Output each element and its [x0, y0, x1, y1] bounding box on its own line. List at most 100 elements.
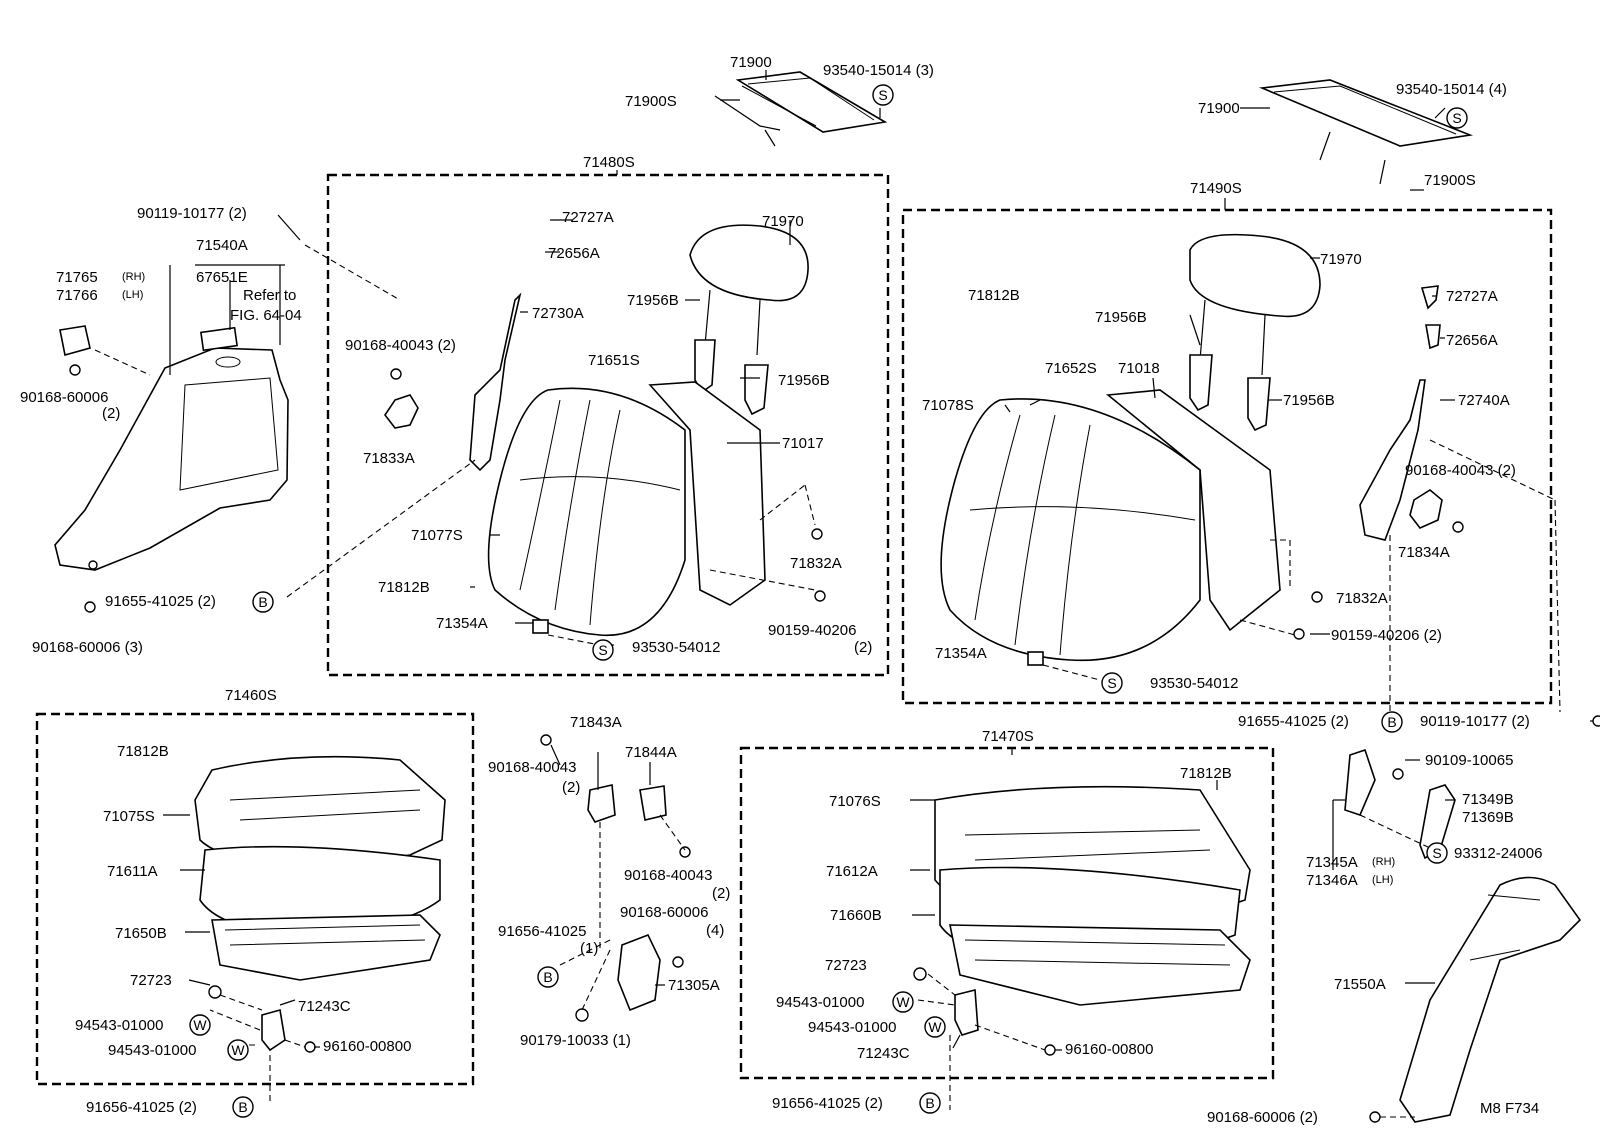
label: 67651E	[196, 269, 248, 286]
symbol-s-5: S	[1426, 842, 1448, 864]
label: 71843A	[570, 714, 622, 731]
label: 93312-24006	[1454, 845, 1542, 862]
label: 71346A	[1306, 872, 1358, 889]
svg-text:B: B	[1387, 714, 1396, 730]
svg-text:S: S	[1432, 845, 1441, 861]
label: (4)	[706, 922, 724, 939]
svg-text:B: B	[238, 1099, 247, 1115]
label: (LH)	[1372, 874, 1393, 886]
label: 90168-40043	[624, 867, 712, 884]
armrest-parts	[1344, 715, 1600, 1123]
label: 71766	[56, 287, 98, 304]
symbol-b-1: B	[252, 591, 274, 613]
label: 93540-15014 (3)	[823, 62, 934, 79]
label: 71650B	[115, 925, 167, 942]
label: 90168-60006	[20, 389, 108, 406]
svg-text:W: W	[193, 1017, 207, 1033]
label: 93530-54012	[632, 639, 720, 656]
label: 71844A	[625, 744, 677, 761]
svg-text:B: B	[258, 594, 267, 610]
svg-text:B: B	[543, 969, 552, 985]
label: 72656A	[548, 245, 600, 262]
label: 71354A	[436, 615, 488, 632]
label: 71956B	[778, 372, 830, 389]
label: 71612A	[826, 863, 878, 880]
label: 90168-40043 (2)	[345, 337, 456, 354]
label: (RH)	[122, 271, 145, 283]
label: 71349B	[1462, 791, 1514, 808]
figure-code: M8 F734	[1480, 1100, 1539, 1117]
label: 94543-01000	[75, 1017, 163, 1034]
box-71460S	[35, 712, 475, 1086]
label: 72656A	[1446, 332, 1498, 349]
label: 71369B	[1462, 809, 1514, 826]
label: (LH)	[122, 289, 143, 301]
label: 71470S	[982, 728, 1034, 745]
label: 71970	[1320, 251, 1362, 268]
label: 71900S	[1424, 172, 1476, 189]
label: 90179-10033 (1)	[520, 1032, 631, 1049]
label: FIG. 64-04	[230, 307, 302, 324]
symbol-s-4: S	[1101, 672, 1123, 694]
symbol-w-2: W	[227, 1039, 249, 1061]
label: 94543-01000	[108, 1042, 196, 1059]
label: (2)	[712, 885, 730, 902]
label: 93530-54012	[1150, 675, 1238, 692]
label: 71480S	[583, 154, 635, 171]
label: 90119-10177 (2)	[1420, 713, 1530, 730]
label: 71900	[1198, 100, 1240, 117]
label: 90159-40206	[768, 622, 856, 639]
label: 71017	[782, 435, 824, 452]
seatback-left	[384, 224, 826, 637]
label: 91656-41025 (2)	[772, 1095, 883, 1112]
label: 71075S	[103, 808, 155, 825]
label: 71651S	[588, 352, 640, 369]
label: 71550A	[1334, 976, 1386, 993]
label: 94543-01000	[808, 1019, 896, 1036]
seat-cushion-right	[913, 785, 1251, 1056]
label: 90168-40043 (2)	[1405, 462, 1516, 479]
label: 93540-15014 (4)	[1396, 81, 1507, 98]
label: 71956B	[1283, 392, 1335, 409]
label: 71243C	[857, 1045, 910, 1062]
label: 90168-60006	[620, 904, 708, 921]
label: 71832A	[790, 555, 842, 572]
label: (RH)	[1372, 856, 1395, 868]
svg-text:W: W	[231, 1042, 245, 1058]
label: 71900	[730, 54, 772, 71]
label: (2)	[854, 639, 872, 656]
label: 72730A	[532, 305, 584, 322]
seatback-right	[940, 233, 1464, 666]
svg-text:S: S	[878, 87, 887, 103]
label: 71077S	[411, 527, 463, 544]
label: 71076S	[829, 793, 881, 810]
label: 71812B	[968, 287, 1020, 304]
box-71470S	[739, 746, 1275, 1080]
label: 90168-60006 (3)	[32, 639, 143, 656]
symbol-b-5: B	[919, 1092, 941, 1114]
panel-71900-right	[1258, 79, 1474, 185]
symbol-s-3: S	[592, 639, 614, 661]
svg-text:S: S	[1107, 675, 1116, 691]
label: 71652S	[1045, 360, 1097, 377]
label: 71812B	[117, 743, 169, 760]
symbol-w-3: W	[892, 991, 914, 1013]
label: 96160-00800	[1065, 1041, 1153, 1058]
seat-cushion-left	[194, 755, 446, 1053]
symbol-w-1: W	[189, 1014, 211, 1036]
label: 91655-41025 (2)	[1238, 713, 1349, 730]
label: 72740A	[1458, 392, 1510, 409]
label: 71611A	[107, 863, 158, 880]
label: 71490S	[1190, 180, 1242, 197]
label: 96160-00800	[323, 1038, 411, 1055]
label: 71833A	[363, 450, 415, 467]
side-trim-71540A	[54, 325, 289, 613]
box-71490S	[901, 208, 1553, 705]
label: 72727A	[1446, 288, 1498, 305]
label: (2)	[562, 779, 580, 796]
svg-text:S: S	[1452, 110, 1461, 126]
box-71480S	[326, 173, 890, 677]
svg-text:W: W	[896, 994, 910, 1010]
label: 71900S	[625, 93, 677, 110]
